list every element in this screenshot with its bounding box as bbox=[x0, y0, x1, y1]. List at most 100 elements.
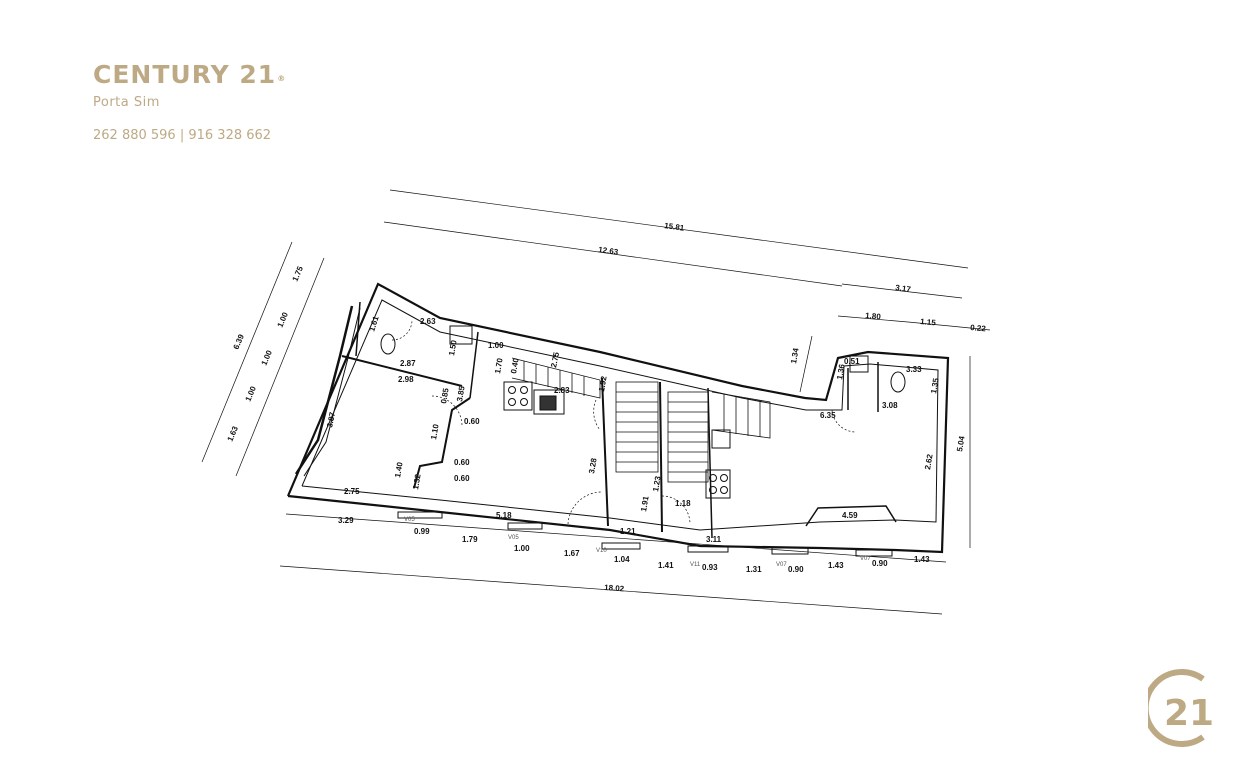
dimension-label: 0.90 bbox=[788, 565, 804, 574]
dimension-label: 3.28 bbox=[587, 457, 599, 474]
dimension-label: 4.59 bbox=[842, 511, 858, 520]
dimension-label: 3.87 bbox=[325, 411, 337, 429]
dimension-label: 18.02 bbox=[604, 583, 625, 593]
dimension-label: 3.17 bbox=[895, 283, 912, 294]
dimension-label: 1.10 bbox=[429, 423, 441, 440]
plan-walls bbox=[286, 282, 950, 554]
door-swings bbox=[391, 319, 857, 525]
dimension-label: 1.04 bbox=[614, 555, 630, 564]
inner-wall bbox=[301, 299, 939, 531]
dimension-label: 0.22 bbox=[970, 323, 987, 333]
bay-window bbox=[805, 505, 897, 527]
brand-registered-mark: ® bbox=[277, 74, 287, 83]
dimension-label: 1.61 bbox=[367, 315, 381, 333]
dimension-label: 3.08 bbox=[882, 401, 898, 410]
dimension-label: 1.23 bbox=[651, 475, 663, 492]
stove-left-icon bbox=[503, 381, 533, 411]
dimension-label: 1.43 bbox=[828, 561, 844, 570]
stairs-top bbox=[511, 357, 771, 439]
dimension-label: 2.83 bbox=[554, 386, 570, 395]
dimension-label: 0.90 bbox=[872, 559, 888, 568]
window-tag: V10 bbox=[596, 548, 607, 554]
window-tag: V07 bbox=[776, 562, 787, 568]
dimension-label: 0.40 bbox=[509, 357, 521, 374]
stairs-right bbox=[667, 391, 709, 483]
dimension-label: 0.99 bbox=[414, 527, 430, 536]
brand-block: CENTURY 21® Porta Sim 262 880 596 | 916 … bbox=[93, 60, 286, 143]
dimension-label: 1.00 bbox=[260, 348, 275, 366]
toilet-right-icon bbox=[890, 371, 906, 393]
dimension-label: 2.75 bbox=[344, 487, 360, 496]
toilet-left-icon bbox=[380, 333, 396, 355]
sink-right-icon bbox=[711, 429, 731, 449]
stove-right-icon bbox=[705, 469, 731, 499]
dimension-label: 2.63 bbox=[420, 317, 436, 326]
dimension-label: 0.60 bbox=[454, 458, 470, 467]
dimension-label: 1.18 bbox=[675, 499, 691, 508]
dimension-label: 5.18 bbox=[496, 511, 512, 520]
dimension-label: 0.51 bbox=[844, 357, 860, 366]
dimension-label: 1.50 bbox=[447, 339, 459, 356]
dimension-label: 1.36 bbox=[835, 363, 847, 380]
brand-name: CENTURY 21® bbox=[93, 60, 286, 94]
windows bbox=[294, 305, 893, 557]
dimension-label: 1.00 bbox=[514, 544, 530, 553]
dimension-labels: 15.81 12.63 3.17 1.80 1.15 0.22 6.39 1.75 1.00 1.… bbox=[226, 221, 987, 593]
dimension-label: 1.79 bbox=[462, 535, 478, 544]
fixtures bbox=[380, 325, 906, 499]
dimension-label: 1.80 bbox=[865, 311, 882, 321]
dimension-label: 0.85 bbox=[439, 387, 451, 404]
dimension-label: 0.93 bbox=[702, 563, 718, 572]
dimension-label: 1.00 bbox=[244, 384, 259, 402]
dimension-label: 2.62 bbox=[923, 453, 935, 470]
stairs-left bbox=[615, 381, 659, 473]
dimension-label: 1.35 bbox=[929, 377, 941, 394]
dimension-label: 15.81 bbox=[664, 221, 686, 233]
dimension-lines bbox=[201, 189, 991, 615]
dimension-label: 2.87 bbox=[400, 359, 416, 368]
dimension-label: 1.63 bbox=[226, 424, 241, 442]
dimension-label: 6.39 bbox=[232, 332, 247, 350]
window-tag: V07 bbox=[860, 556, 871, 562]
dimension-label: 1.40 bbox=[393, 461, 405, 478]
washbasin-right-icon bbox=[849, 355, 869, 373]
dimension-label: 3.33 bbox=[906, 365, 922, 374]
dimension-label: 2.75 bbox=[549, 351, 561, 369]
window-tag: V05 bbox=[404, 517, 415, 523]
dimension-label: 3.29 bbox=[338, 516, 354, 525]
dimension-label: 1.32 bbox=[411, 473, 423, 490]
dimension-label: 1.91 bbox=[639, 495, 651, 512]
century21-logo: 21 bbox=[1148, 667, 1218, 749]
office-name: Porta Sim bbox=[93, 95, 160, 110]
window-tag: V11 bbox=[690, 562, 701, 568]
brand-name-text: CENTURY 21 bbox=[93, 60, 277, 89]
dimension-label: 1.00 bbox=[276, 310, 291, 328]
dimension-label: 2.98 bbox=[398, 375, 414, 384]
window-tag: V05 bbox=[508, 535, 519, 541]
dimension-label: 1.31 bbox=[746, 565, 762, 574]
dimension-label: 0.60 bbox=[464, 417, 480, 426]
dimension-label: 1.00 bbox=[488, 341, 504, 350]
dimension-label: 1.70 bbox=[493, 357, 505, 374]
dimension-label: 1.67 bbox=[564, 549, 580, 558]
phone-numbers: 262 880 596 | 916 328 662 bbox=[93, 128, 272, 143]
washbasin-left-icon bbox=[449, 325, 473, 345]
dimension-label: 0.60 bbox=[454, 474, 470, 483]
dimension-label: 1.92 bbox=[597, 375, 609, 392]
dimension-label: 6.35 bbox=[820, 411, 836, 420]
dimension-label: 1.41 bbox=[658, 561, 674, 570]
logo-text: 21 bbox=[1164, 693, 1214, 734]
dimension-label: 1.15 bbox=[920, 317, 937, 327]
outer-wall bbox=[286, 282, 950, 554]
dimension-label: 3.11 bbox=[706, 535, 722, 544]
dimension-label: 1.43 bbox=[914, 555, 930, 564]
dimension-label: 3.85 bbox=[455, 385, 467, 402]
dimension-label: 1.75 bbox=[291, 264, 306, 282]
dimension-label: 5.04 bbox=[955, 435, 967, 452]
dimension-label: 12.63 bbox=[598, 245, 620, 257]
sink-left-icon bbox=[533, 389, 565, 415]
century21-logo-mark: 21 bbox=[1148, 669, 1214, 747]
dimension-label: 1.21 bbox=[620, 527, 636, 536]
